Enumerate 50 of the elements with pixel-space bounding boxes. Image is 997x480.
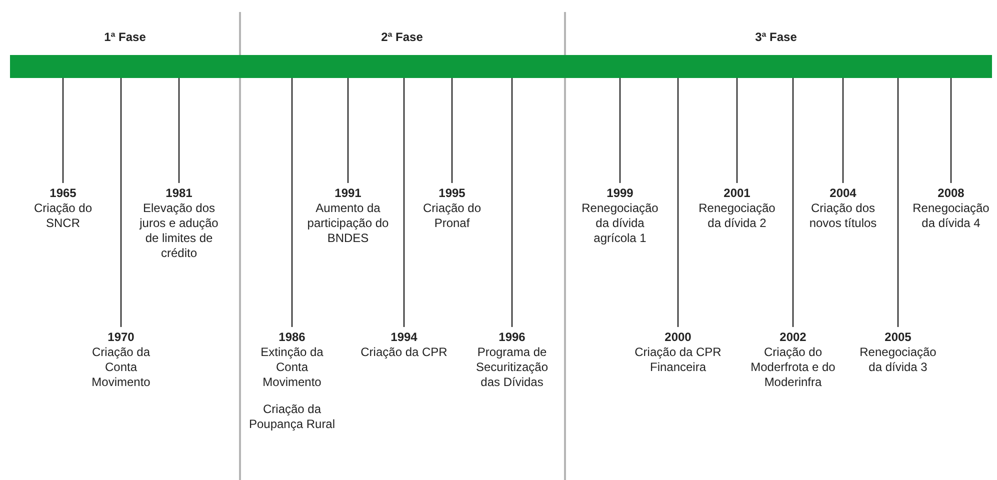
year-label: 2002 bbox=[778, 330, 808, 345]
timeline-bar bbox=[10, 55, 992, 78]
phase-title: 3ª Fase bbox=[755, 30, 797, 44]
timeline-tick bbox=[451, 78, 453, 183]
phase-title: 1ª Fase bbox=[104, 30, 146, 44]
event-description: Criação do SNCR bbox=[32, 201, 94, 231]
event-description: Criação da CPR Financeira bbox=[634, 345, 722, 375]
year-label: 1995 bbox=[438, 186, 466, 201]
timeline-tick bbox=[677, 78, 679, 327]
year-label: 2005 bbox=[884, 330, 912, 345]
year-label: 2000 bbox=[664, 330, 692, 345]
event-description: Criação da CPR bbox=[360, 345, 448, 360]
year-label: 2008 bbox=[936, 186, 966, 201]
event-description: Criação da Conta Movimento bbox=[90, 345, 152, 390]
event-description: Criação dos novos títulos bbox=[808, 201, 878, 231]
timeline-tick bbox=[403, 78, 405, 327]
timeline-tick bbox=[291, 78, 293, 327]
year-label: 1965 bbox=[48, 186, 78, 201]
timeline-tick bbox=[619, 78, 621, 183]
event-description: Renegociação da dívida agrícola 1 bbox=[580, 201, 660, 246]
year-label: 1970 bbox=[106, 330, 136, 345]
timeline-tick bbox=[842, 78, 844, 183]
event-description: Criação do Moderfrota e do Moderinfra bbox=[750, 345, 836, 390]
event-description: Renegociação da dívida 4 bbox=[912, 201, 990, 231]
event-description: Programa de Securitização das Dívidas bbox=[474, 345, 550, 390]
timeline-tick bbox=[897, 78, 899, 327]
event-description: Renegociação da dívida 3 bbox=[858, 345, 938, 375]
timeline-tick bbox=[62, 78, 64, 183]
event-description: Aumento da participação do BNDES bbox=[306, 201, 390, 246]
timeline-tick bbox=[736, 78, 738, 183]
year-label: 2001 bbox=[722, 186, 752, 201]
event-description: Criação da Poupança Rural bbox=[248, 402, 336, 432]
phase-title: 2ª Fase bbox=[381, 30, 423, 44]
year-label: 1994 bbox=[390, 330, 418, 345]
timeline-tick bbox=[120, 78, 122, 327]
year-label: 1996 bbox=[498, 330, 526, 345]
year-label: 2004 bbox=[828, 186, 858, 201]
event-description: Criação do Pronaf bbox=[422, 201, 482, 231]
timeline-tick bbox=[511, 78, 513, 327]
event-description: Elevação dos juros e adução de limites de crédito bbox=[138, 201, 220, 261]
event-description: Renegociação da dívida 2 bbox=[698, 201, 776, 231]
year-label: 1999 bbox=[606, 186, 634, 201]
timeline-tick bbox=[347, 78, 349, 183]
year-label: 1986 bbox=[278, 330, 306, 345]
event-description: Extinção da Conta Movimento bbox=[260, 345, 324, 390]
year-label: 1981 bbox=[164, 186, 194, 201]
timeline-tick bbox=[792, 78, 794, 327]
year-label: 1991 bbox=[334, 186, 362, 201]
timeline-tick bbox=[178, 78, 180, 183]
timeline-tick bbox=[950, 78, 952, 183]
